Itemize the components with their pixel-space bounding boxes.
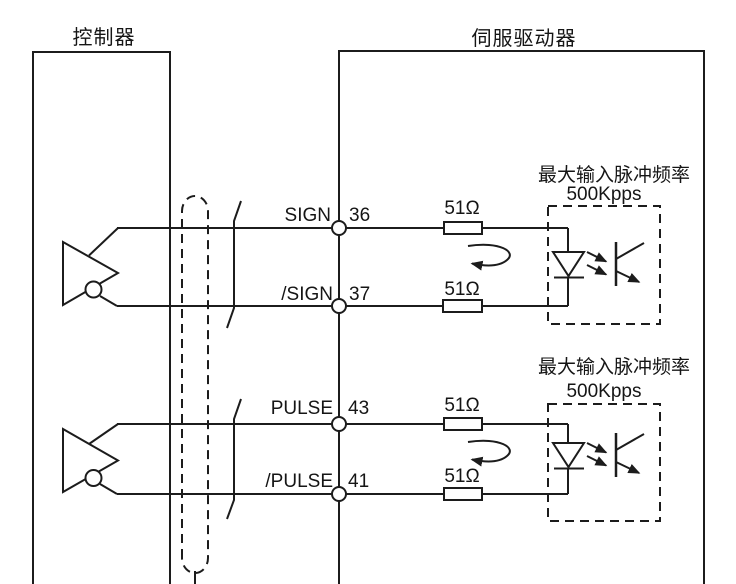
pin-terminal-41 bbox=[331, 486, 347, 502]
resistor-value-label: 51Ω bbox=[444, 395, 479, 416]
resistor-value-label: 51Ω bbox=[444, 198, 479, 219]
cable-shield-symbol bbox=[181, 195, 209, 584]
light-arrow-icon bbox=[586, 251, 608, 263]
light-arrow-icon bbox=[586, 455, 608, 467]
pin-terminal-43 bbox=[331, 416, 347, 432]
current-loop-arrow-icon bbox=[467, 243, 511, 271]
phototransistor-emitter bbox=[615, 461, 641, 474]
phototransistor-collector bbox=[615, 433, 645, 451]
servo-driver-title: 伺服驱动器 bbox=[472, 27, 577, 50]
light-arrow-icon bbox=[586, 442, 608, 454]
line-driver-symbol bbox=[62, 227, 121, 307]
pin-number-43: 43 bbox=[348, 398, 369, 419]
led-triangle-icon bbox=[551, 251, 586, 278]
pair-sign: SIGN 36 /SIGN 37 51Ω 51Ω 最大输入脉冲频率 500Kpp… bbox=[62, 164, 690, 329]
max-frequency-note: 最大输入脉冲频率 bbox=[538, 164, 690, 186]
driver-inverted-lead bbox=[99, 483, 118, 495]
driver-output-lead bbox=[88, 227, 119, 257]
pin-number-41: 41 bbox=[348, 471, 369, 492]
servo-driver-box: 伺服驱动器 bbox=[338, 27, 705, 584]
max-frequency-note: 最大输入脉冲频率 bbox=[538, 356, 690, 378]
twisted-pair-marker bbox=[226, 200, 242, 329]
resistor-icon bbox=[442, 299, 483, 313]
current-loop-arrow-icon bbox=[467, 439, 511, 467]
pin-number-36: 36 bbox=[349, 205, 370, 226]
optocoupler-icon bbox=[547, 403, 661, 522]
optocoupler-icon bbox=[547, 205, 661, 325]
phototransistor-collector bbox=[615, 242, 645, 260]
optocoupler-outline bbox=[547, 205, 661, 325]
phototransistor-emitter bbox=[615, 270, 641, 283]
controller-box-outline bbox=[32, 51, 171, 584]
controller-title: 控制器 bbox=[73, 26, 136, 49]
controller-box: 控制器 bbox=[32, 26, 171, 584]
light-arrow-icon bbox=[586, 264, 608, 276]
inverter-bubble-icon bbox=[84, 280, 103, 299]
line-driver-symbol bbox=[62, 423, 121, 495]
servo-driver-box-outline bbox=[338, 50, 705, 584]
twisted-pair-marker bbox=[226, 398, 242, 520]
pair-pulse: PULSE 43 /PULSE 41 51Ω 51Ω 最大输入脉冲频率 500K… bbox=[62, 356, 690, 522]
driver-inverted-lead bbox=[99, 295, 118, 307]
resistor-value-label: 51Ω bbox=[444, 466, 479, 487]
pin-terminal-37 bbox=[331, 298, 347, 314]
inverter-bubble-icon bbox=[84, 469, 103, 487]
optocoupler-outline bbox=[547, 403, 661, 522]
driver-output-lead bbox=[88, 423, 119, 445]
signal-label-npulse: /PULSE bbox=[265, 471, 333, 492]
resistor-icon bbox=[443, 221, 483, 235]
signal-label-pulse: PULSE bbox=[271, 398, 333, 419]
led-triangle-icon bbox=[551, 442, 586, 469]
resistor-icon bbox=[443, 417, 483, 431]
max-frequency-value: 500Kpps bbox=[566, 381, 641, 402]
pin-terminal-36 bbox=[331, 220, 347, 236]
pin-number-37: 37 bbox=[349, 284, 370, 305]
signal-label-sign: SIGN bbox=[285, 205, 331, 226]
signal-label-nsign: /SIGN bbox=[281, 284, 333, 305]
resistor-value-label: 51Ω bbox=[444, 279, 479, 300]
max-frequency-value: 500Kpps bbox=[566, 184, 641, 205]
shield-capsule-icon bbox=[181, 195, 209, 574]
resistor-icon bbox=[443, 487, 483, 501]
